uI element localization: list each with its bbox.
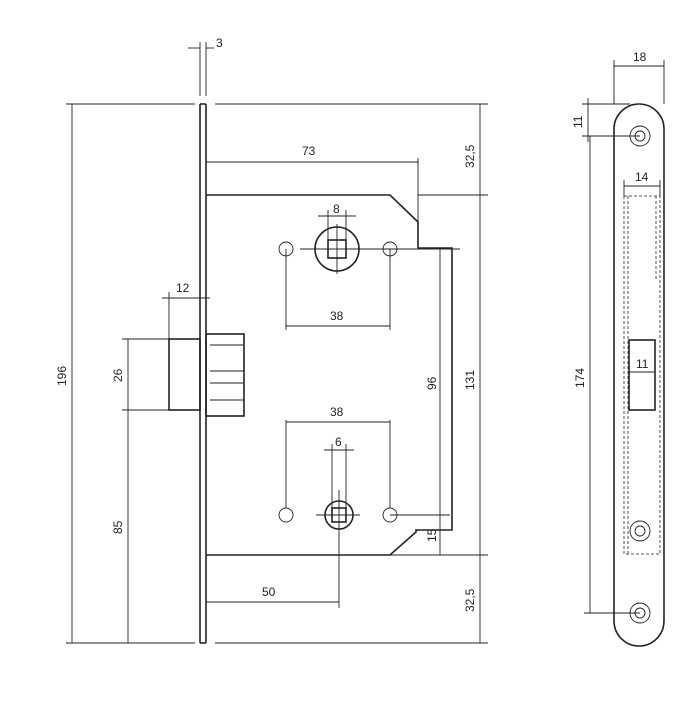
label-screw-offset: 11 — [571, 115, 585, 128]
label-cylinder-width: 6 — [335, 435, 342, 449]
dim-backset: 50 — [206, 585, 339, 603]
dim-hole-spacing-upper: 38 — [285, 249, 391, 330]
dim-lower-latch-distance: 85 — [111, 410, 129, 643]
dim-top-offset: 32,5 — [463, 104, 481, 195]
label-bottom-gap: 15 — [425, 528, 439, 542]
dim-screw-spacing: 174 — [573, 136, 640, 614]
dim-latch-height: 26 — [111, 338, 169, 411]
dim-window-width: 11 — [629, 357, 655, 373]
faceplate-front-view — [613, 103, 665, 647]
label-case-depth: 73 — [302, 144, 316, 158]
lower-screw-middle — [629, 520, 651, 542]
dim-screw-offset: 11 — [571, 98, 640, 142]
label-plate-width: 18 — [633, 50, 647, 64]
label-total-height: 196 — [55, 366, 69, 386]
dim-spindle-square: 8 — [318, 202, 356, 240]
dim-faceplate-thickness: 3 — [188, 36, 223, 96]
label-latch-height: 26 — [111, 368, 125, 382]
label-case-height: 131 — [463, 370, 477, 390]
label-screw-spacing: 174 — [573, 368, 587, 388]
label-hole-spacing-lower: 38 — [330, 405, 344, 419]
faceplate — [199, 103, 207, 644]
label-lower-latch-distance: 85 — [111, 520, 125, 534]
label-spindle-square: 8 — [333, 202, 340, 216]
label-hole-spacing-upper: 38 — [330, 309, 344, 323]
dim-cylinder-width: 6 — [324, 435, 354, 508]
label-top-offset: 32,5 — [463, 144, 477, 168]
dim-case-depth: 73 — [206, 144, 419, 222]
dim-total-height: 196 — [55, 104, 73, 643]
dim-bottom-gap: 15 — [425, 515, 441, 555]
label-bottom-offset: 32,5 — [463, 588, 477, 612]
label-faceplate-thickness: 3 — [216, 36, 223, 50]
label-slot-width: 14 — [635, 170, 649, 184]
label-latch-projection: 12 — [176, 281, 190, 295]
dim-plate-width: 18 — [613, 50, 665, 104]
dim-bottom-offset: 32,5 — [463, 555, 481, 643]
dim-case-height: 131 — [463, 195, 481, 555]
label-window-width: 11 — [636, 357, 649, 371]
dim-slot-width: 14 — [623, 170, 661, 196]
dim-center-distance: 96 — [390, 249, 450, 516]
latch-bolt — [168, 333, 245, 417]
dim-latch-projection: 12 — [162, 281, 210, 339]
lock-case — [206, 194, 453, 556]
label-backset: 50 — [262, 585, 276, 599]
faceplate-slot — [623, 195, 661, 555]
label-center-distance: 96 — [425, 376, 439, 390]
dim-hole-spacing-lower: 38 — [285, 405, 391, 508]
latch-window — [628, 339, 656, 411]
